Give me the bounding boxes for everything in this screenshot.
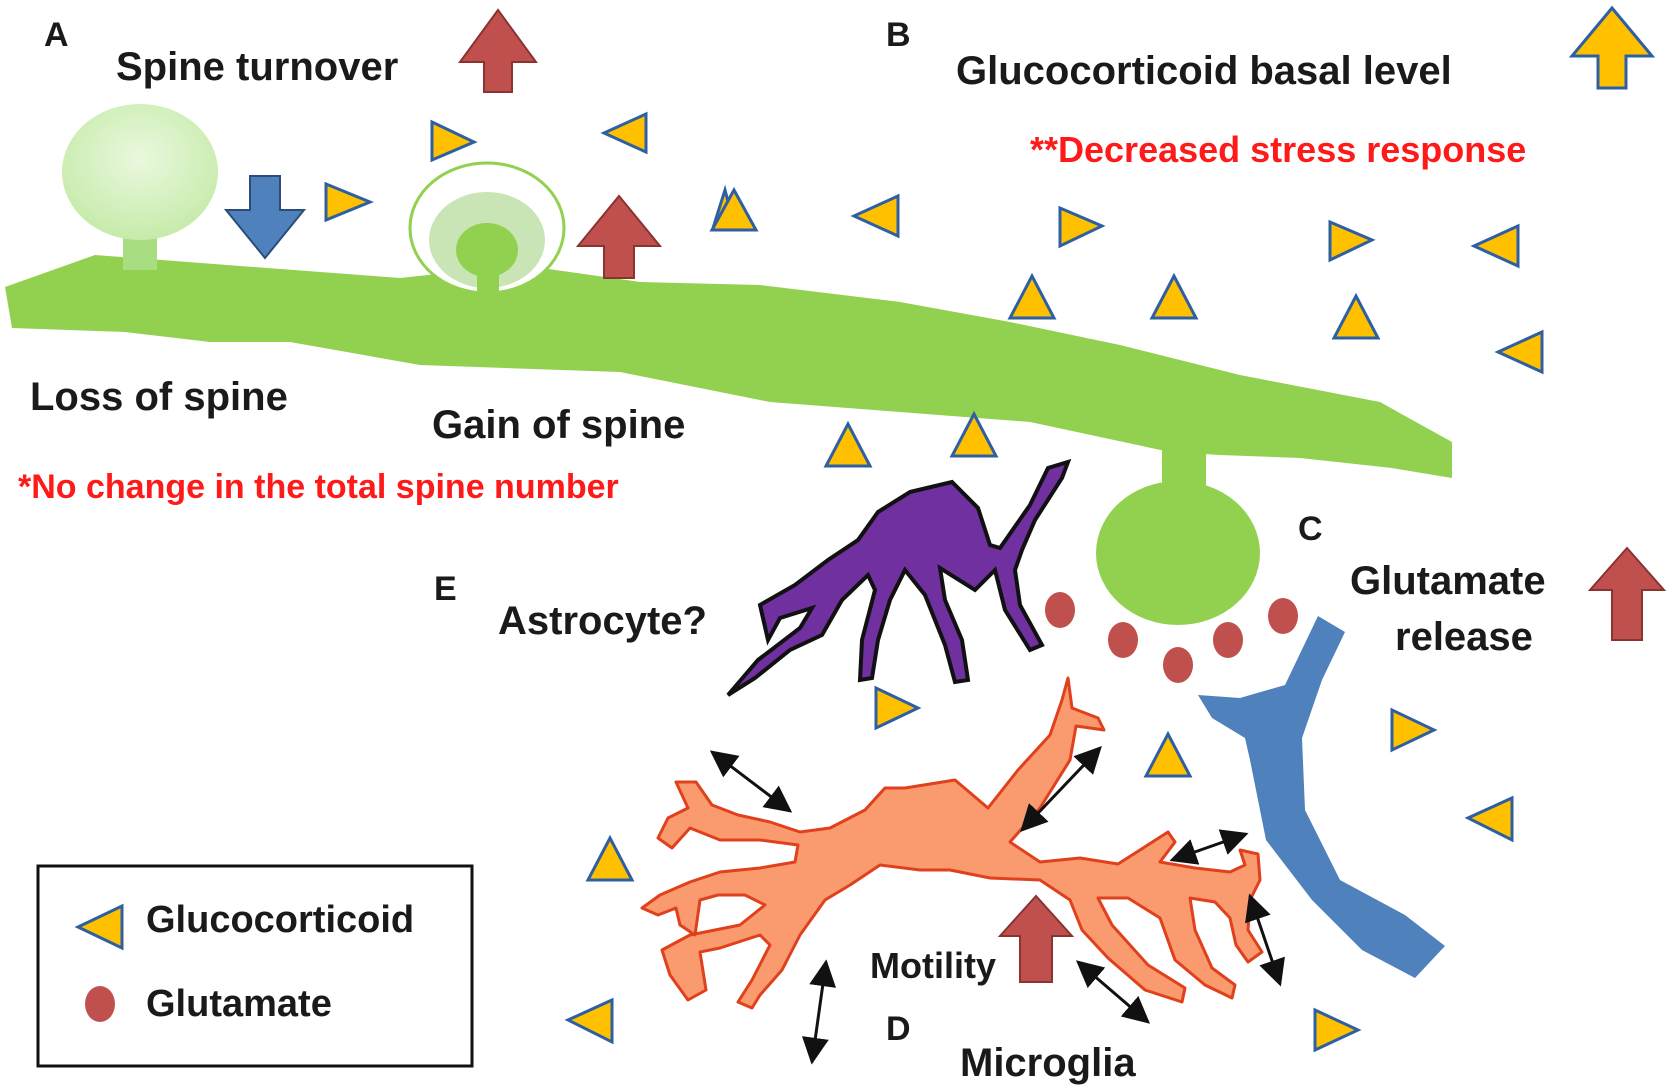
glutamate-release-line2: release bbox=[1395, 615, 1533, 659]
glucocorticoid-triangle-icon bbox=[1331, 292, 1381, 340]
microglia bbox=[640, 676, 1264, 1010]
glucocorticoid-triangle-icon bbox=[850, 193, 900, 239]
axon bbox=[1198, 616, 1445, 978]
glucocorticoid-triangle-icon bbox=[874, 685, 922, 731]
glucocorticoid-triangle-icon bbox=[564, 997, 614, 1045]
glucocorticoid-triangle-icon bbox=[1058, 205, 1106, 249]
stress-response-note: **Decreased stress response bbox=[1030, 129, 1526, 170]
glucocorticoid-triangle-icon bbox=[1494, 329, 1544, 375]
spine-number-note: *No change in the total spine number bbox=[18, 468, 619, 506]
panel-letter-b: B bbox=[886, 16, 911, 54]
glutamate-dot-icon bbox=[85, 986, 115, 1022]
astrocyte bbox=[726, 458, 1072, 697]
double-headed-arrow-icon bbox=[709, 750, 793, 813]
legend: Glucocorticoid Glutamate bbox=[36, 864, 474, 1068]
glucocorticoid-triangle-icon bbox=[324, 181, 374, 223]
loss-of-spine-label: Loss of spine bbox=[30, 375, 288, 419]
glucocorticoid-triangle-icon bbox=[600, 111, 648, 155]
motility-arrows bbox=[709, 746, 1285, 1065]
glutamate-dot-icon bbox=[1268, 598, 1298, 634]
synaptic-spine bbox=[1096, 440, 1260, 625]
down-arrow-icon bbox=[223, 175, 307, 260]
glucocorticoid-triangle-icon bbox=[1464, 795, 1514, 843]
panel-letter-d: D bbox=[886, 1010, 911, 1048]
glucocorticoid-triangle-icon bbox=[585, 834, 635, 882]
motility-label: Motility bbox=[870, 945, 996, 986]
up-arrow-icon bbox=[575, 194, 663, 279]
glutamate-release-line1: Glutamate bbox=[1350, 559, 1546, 603]
panel-letter-a: A bbox=[44, 16, 69, 54]
double-headed-arrow-icon bbox=[801, 959, 837, 1065]
double-headed-arrow-icon bbox=[1020, 746, 1102, 832]
double-headed-arrow-icon bbox=[1245, 893, 1285, 987]
up-arrow-icon bbox=[997, 894, 1075, 983]
lost-spine bbox=[62, 104, 218, 270]
spine-turnover-label: Spine turnover bbox=[116, 45, 398, 89]
glucocorticoid-triangle-icon bbox=[430, 119, 478, 163]
glucocorticoid-triangles bbox=[324, 111, 1544, 1053]
glucocorticoid-triangle-icon bbox=[74, 903, 124, 951]
panel-letter-c: C bbox=[1298, 510, 1323, 548]
glucocorticoid-triangle-icon bbox=[1313, 1007, 1362, 1053]
glutamate-dot-icon bbox=[1108, 622, 1138, 658]
gained-spine bbox=[408, 161, 566, 295]
double-headed-arrow-icon bbox=[1169, 829, 1249, 865]
panel-letter-e: E bbox=[434, 570, 457, 608]
up-arrow-icon bbox=[1587, 546, 1666, 641]
glucocorticoid-triangle-icon bbox=[1470, 223, 1520, 269]
glucocorticoid-triangle-icon bbox=[709, 186, 759, 232]
glucocorticoid-basal-label: Glucocorticoid basal level bbox=[956, 49, 1452, 93]
glucocorticoid-triangle-icon bbox=[1328, 219, 1376, 263]
glucocorticoid-triangle-icon bbox=[949, 410, 999, 458]
glucocorticoid-triangle-icon bbox=[1149, 272, 1199, 320]
legend-glutamate-label: Glutamate bbox=[146, 983, 332, 1025]
glucocorticoid-triangle-icon bbox=[1390, 707, 1438, 753]
up-arrow-icon bbox=[458, 8, 538, 93]
gain-of-spine-label: Gain of spine bbox=[432, 403, 685, 447]
glutamate-dot-icon bbox=[1045, 592, 1075, 628]
microglia-label: Microglia bbox=[960, 1041, 1136, 1085]
glucocorticoid-triangle-icon bbox=[823, 420, 873, 468]
glutamate-dot-icon bbox=[1213, 622, 1243, 658]
glucocorticoid-triangle-icon bbox=[1143, 730, 1193, 778]
astrocyte-label: Astrocyte? bbox=[498, 599, 707, 643]
glutamate-dot-icon bbox=[1163, 647, 1193, 683]
glucocorticoid-triangle-icon bbox=[1007, 272, 1057, 320]
glutamate-dots bbox=[1045, 592, 1298, 683]
dendrite bbox=[5, 255, 1452, 478]
up-arrow-icon bbox=[1568, 5, 1656, 90]
double-headed-arrow-icon bbox=[1075, 960, 1151, 1024]
legend-glucocorticoid-label: Glucocorticoid bbox=[146, 899, 414, 941]
